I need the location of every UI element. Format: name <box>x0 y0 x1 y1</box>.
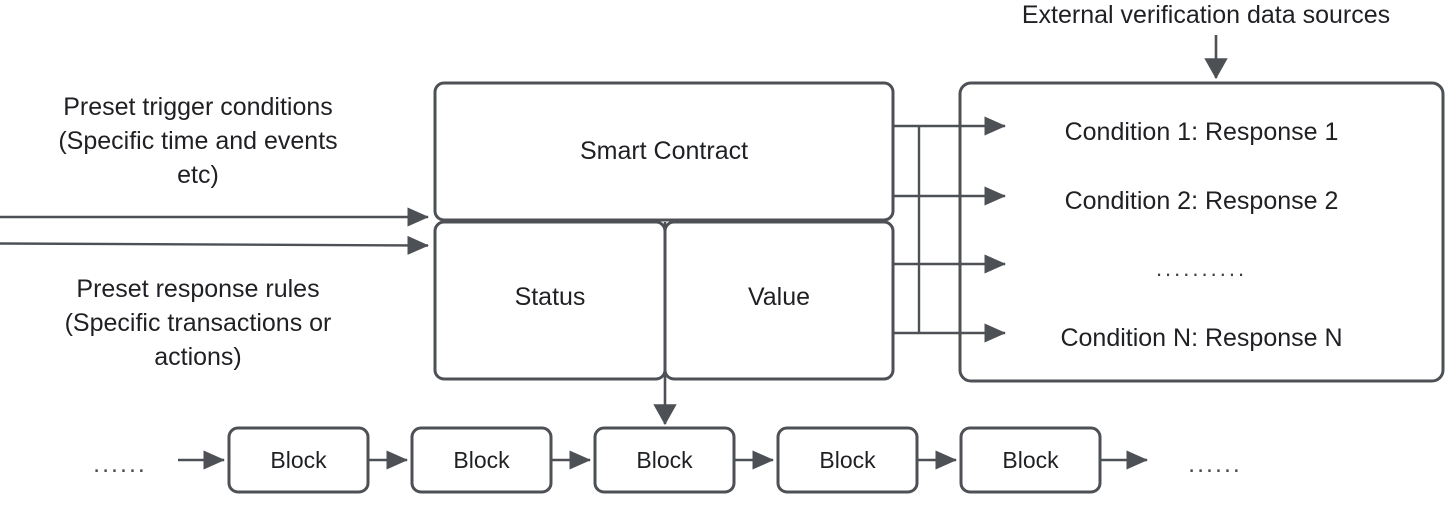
external-rule-n: Condition N: Response N <box>1060 324 1343 352</box>
blockchain-blocks <box>227 426 1102 494</box>
blockchain-trailing-ellipsis: ...... <box>1188 450 1242 478</box>
external-sources-caption: External verification data sources <box>1021 1 1391 29</box>
smart-contract-field-value: Value <box>747 283 811 311</box>
preset-response-rules-label: Preset response rules (Specific transact… <box>64 275 332 371</box>
preset-trigger-conditions-label: Preset trigger conditions (Specific time… <box>58 93 338 189</box>
contract-to-rules-connectors <box>893 116 1006 343</box>
external-rules-panel <box>958 81 1445 383</box>
external-rule-2: Condition 2: Response 2 <box>1064 187 1339 215</box>
block-label-4: Block <box>819 447 876 473</box>
response-rules-arrow <box>0 235 429 256</box>
external-rule-1: Condition 1: Response 1 <box>1064 118 1339 146</box>
block-label-3: Block <box>636 447 693 473</box>
block-label-5: Block <box>1002 447 1059 473</box>
blockchain-leading-ellipsis: ...... <box>93 450 147 478</box>
block-label-2: Block <box>453 447 510 473</box>
smart-contract-field-status: Status <box>514 283 586 311</box>
external-rule-ellipsis: .......... <box>1155 256 1248 281</box>
smart-contract-title: Smart Contract <box>579 137 749 165</box>
block-label-1: Block <box>270 447 327 473</box>
smart-contract-header-box <box>433 81 895 222</box>
